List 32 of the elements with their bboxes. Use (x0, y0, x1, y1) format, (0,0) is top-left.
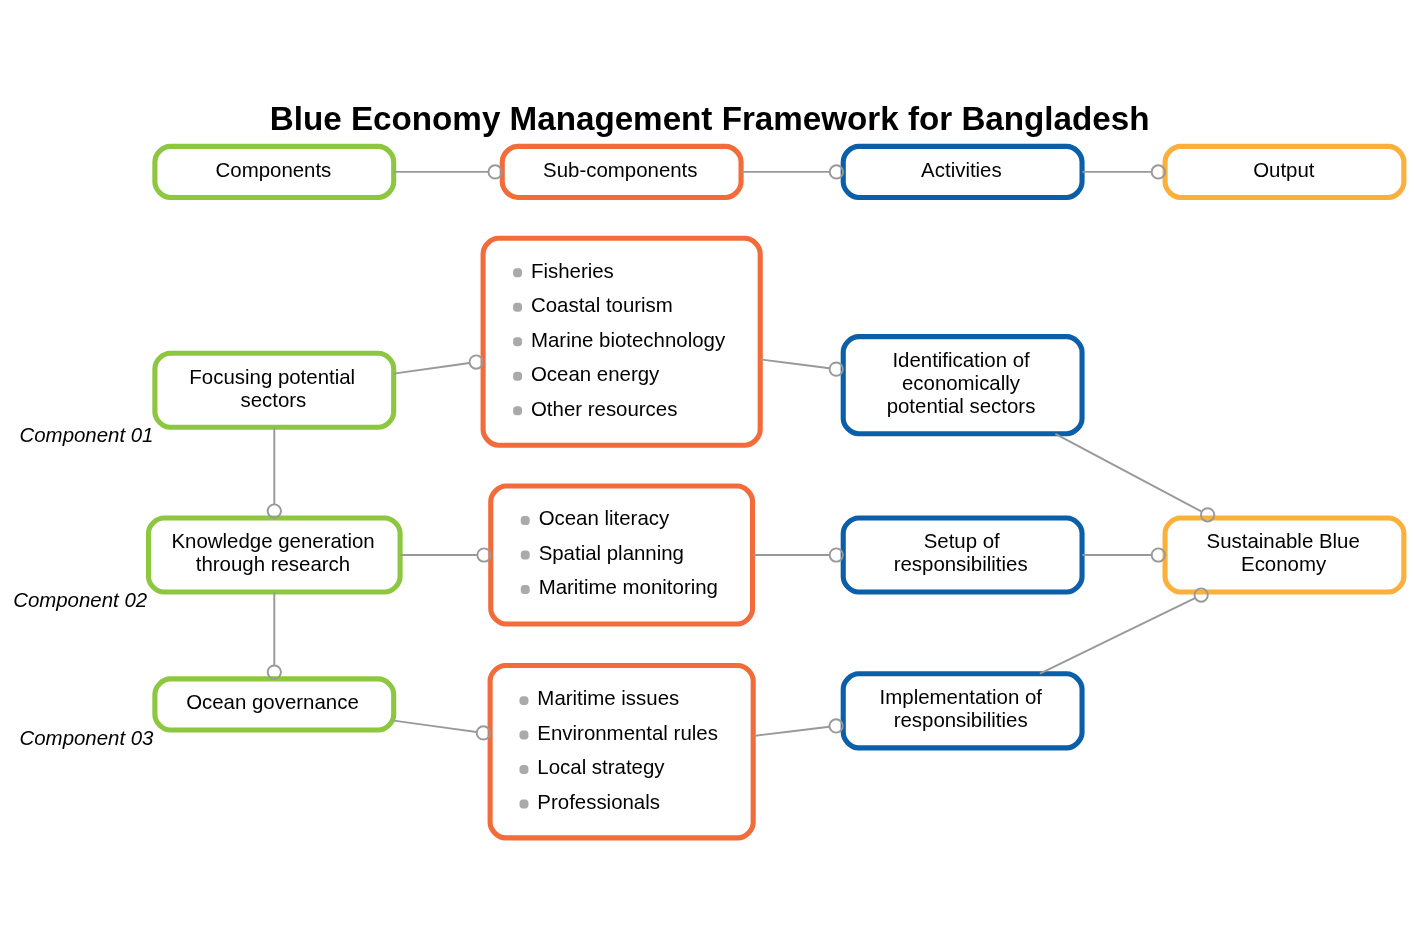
node-label: Component 02 (13, 588, 148, 611)
node-box: Fisheries Coastal tourism Marine biotechnology Ocean energy Other resources (480, 235, 763, 448)
node-box: Maritime issues Environmental rules Local strategy Professionals (487, 662, 756, 840)
connector (1081, 546, 1166, 563)
node-box: Ocean literacy Spatial planning Maritime monitoring (488, 483, 756, 627)
connector (740, 163, 844, 179)
node-box: Setup of responsibilities (840, 514, 1085, 595)
connector (1039, 586, 1209, 675)
node-box: Identification of economically potential sectors (840, 333, 1085, 436)
node-box: Output (1162, 143, 1407, 200)
node-label: Component 03 (19, 726, 154, 749)
connector (399, 546, 492, 563)
node-box: Activities (840, 143, 1085, 200)
connector (392, 163, 503, 179)
connector (266, 590, 282, 680)
node-box: Sub-components (499, 143, 744, 200)
connector (751, 546, 844, 563)
node-box: Components (152, 143, 397, 200)
node-box: Ocean governance (152, 675, 397, 733)
node-box: Focusing potential sectors (152, 350, 397, 430)
connector (752, 717, 844, 737)
connector (392, 719, 491, 740)
node-box: Sustainable Blue Economy (1162, 514, 1407, 595)
node-box: Implementation of responsibilities (840, 670, 1085, 750)
node-box: Knowledge generation through research (145, 514, 403, 595)
connector (759, 357, 844, 377)
connector (266, 426, 282, 519)
node-label: Component 01 (19, 423, 154, 446)
connector (1081, 163, 1166, 179)
diagram-title: Blue Economy Management Framework for Bangladesh (269, 99, 1150, 136)
connector (1054, 432, 1216, 522)
connector (392, 353, 484, 375)
